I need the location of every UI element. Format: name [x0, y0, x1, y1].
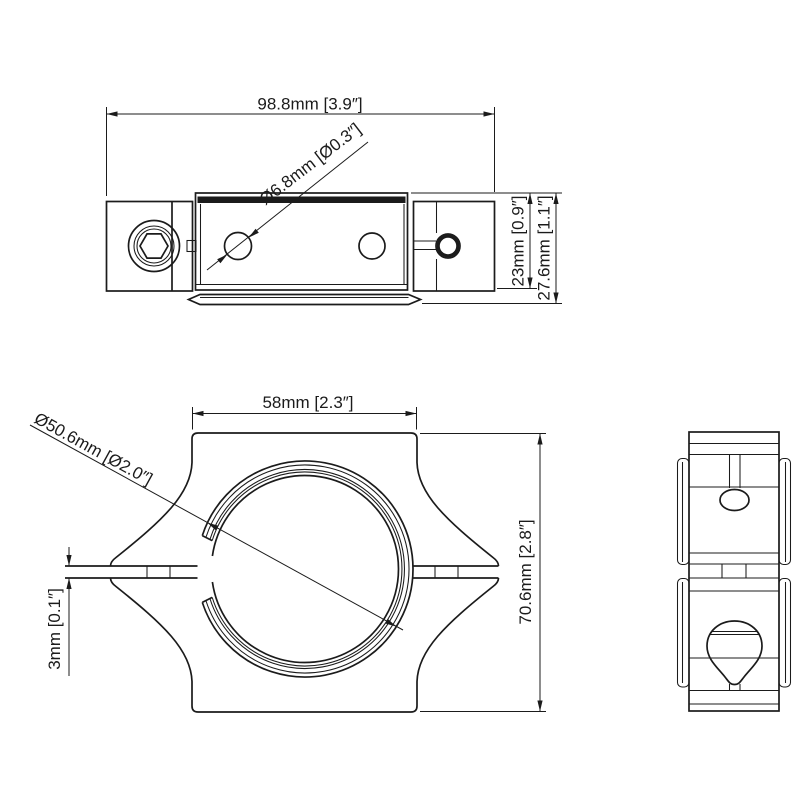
dim-flange-width: 58mm [2.3″]	[192, 393, 417, 430]
dim-front-height-label: 70.6mm [2.8″]	[516, 519, 535, 624]
hex-bolt-washer	[133, 225, 175, 267]
arrowhead	[537, 433, 543, 445]
ring-outer-arc	[201, 460, 414, 678]
arrowhead	[66, 555, 72, 566]
arrowhead	[483, 111, 495, 117]
dim-overall-width-label: 98.8mm [3.9″]	[257, 95, 362, 114]
arrowhead	[405, 410, 417, 417]
upper-screw-head	[719, 488, 750, 512]
clamp-bore-ring	[201, 460, 414, 678]
dim-inner-height-label: 23mm [0.9″]	[509, 195, 528, 286]
bolt-tab	[186, 239, 197, 253]
right-end-block	[412, 200, 496, 292]
upper-right-wing	[416, 462, 500, 567]
dim-flange-width-label: 58mm [2.3″]	[262, 393, 353, 412]
top-rail-band	[197, 196, 406, 203]
side-body-outline	[688, 431, 780, 712]
lower-left-wing	[109, 577, 193, 682]
lower-right-wing	[416, 577, 500, 682]
side-body	[688, 431, 780, 712]
side-plates	[676, 457, 792, 688]
lower-screw-knob	[706, 620, 763, 686]
mount-hole-left	[223, 231, 253, 261]
mount-hole-right	[358, 232, 386, 260]
dim-front-height: 70.6mm [2.8″]	[420, 433, 546, 712]
left-end-block	[105, 200, 194, 292]
arrowhead	[527, 193, 533, 204]
upper-left-wing	[109, 462, 193, 567]
arrowhead	[553, 193, 559, 204]
arrowhead	[385, 618, 397, 627]
arrowhead	[553, 292, 559, 304]
bottom-flange	[191, 681, 418, 713]
arrowhead	[527, 277, 533, 289]
bottom-rail-strip	[186, 293, 423, 306]
clamp-front-body	[65, 432, 500, 713]
arrowhead	[106, 111, 118, 117]
dim-hole-diameter-label: Ø6.8mm [Ø0.3″]	[256, 119, 365, 208]
ring-nut-rim	[436, 234, 460, 258]
liner-arc	[211, 471, 403, 667]
hex-socket-icon	[139, 233, 169, 259]
slot-end-cap	[201, 534, 213, 542]
dim-heights: 23mm [0.9″] 27.6mm [1.1″]	[411, 192, 562, 304]
right-side-plate-upper	[778, 457, 792, 566]
left-side-plate-lower	[676, 577, 690, 688]
right-side-plate-lower	[778, 577, 792, 688]
arrowhead	[248, 228, 259, 238]
dim-overall-width: 98.8mm [3.9″]	[106, 95, 495, 196]
dim-hole-diameter: Ø6.8mm [Ø0.3″]	[206, 119, 369, 271]
top-flange	[191, 432, 418, 463]
ring-inner-arc	[205, 464, 410, 674]
arrowhead	[537, 700, 543, 712]
slot-end-cap	[201, 596, 213, 604]
hex-bolt-head	[127, 219, 181, 273]
clamp-side-body	[105, 192, 496, 306]
dim-slot-gap-label: 3mm [0.1″]	[45, 588, 64, 670]
arrowhead	[66, 578, 72, 589]
arrowhead	[207, 522, 219, 531]
leader-line	[206, 141, 369, 271]
dim-total-height-label: 27.6mm [1.1″]	[535, 195, 554, 300]
front-view: 58mm [2.3″] Ø50.6mm [Ø2.0″] 3mm [0.1″] 7…	[29, 393, 546, 713]
bore-circle	[211, 474, 400, 664]
dim-slot-gap: 3mm [0.1″]	[45, 547, 72, 676]
dim-bore-diameter-label: Ø50.6mm [Ø2.0″]	[31, 409, 156, 489]
left-side-plate-upper	[676, 457, 690, 566]
main-body	[194, 192, 409, 291]
ring-nut-outer	[435, 233, 461, 259]
arrowhead	[217, 254, 228, 264]
side-view	[676, 431, 792, 712]
hex-bolt-socket-rim	[136, 228, 172, 264]
liner-arc	[209, 469, 405, 669]
top-view: 98.8mm [3.9″] Ø6.8mm [Ø0.3″] 23mm [0.9″]…	[105, 95, 562, 306]
arrowhead	[192, 410, 204, 417]
